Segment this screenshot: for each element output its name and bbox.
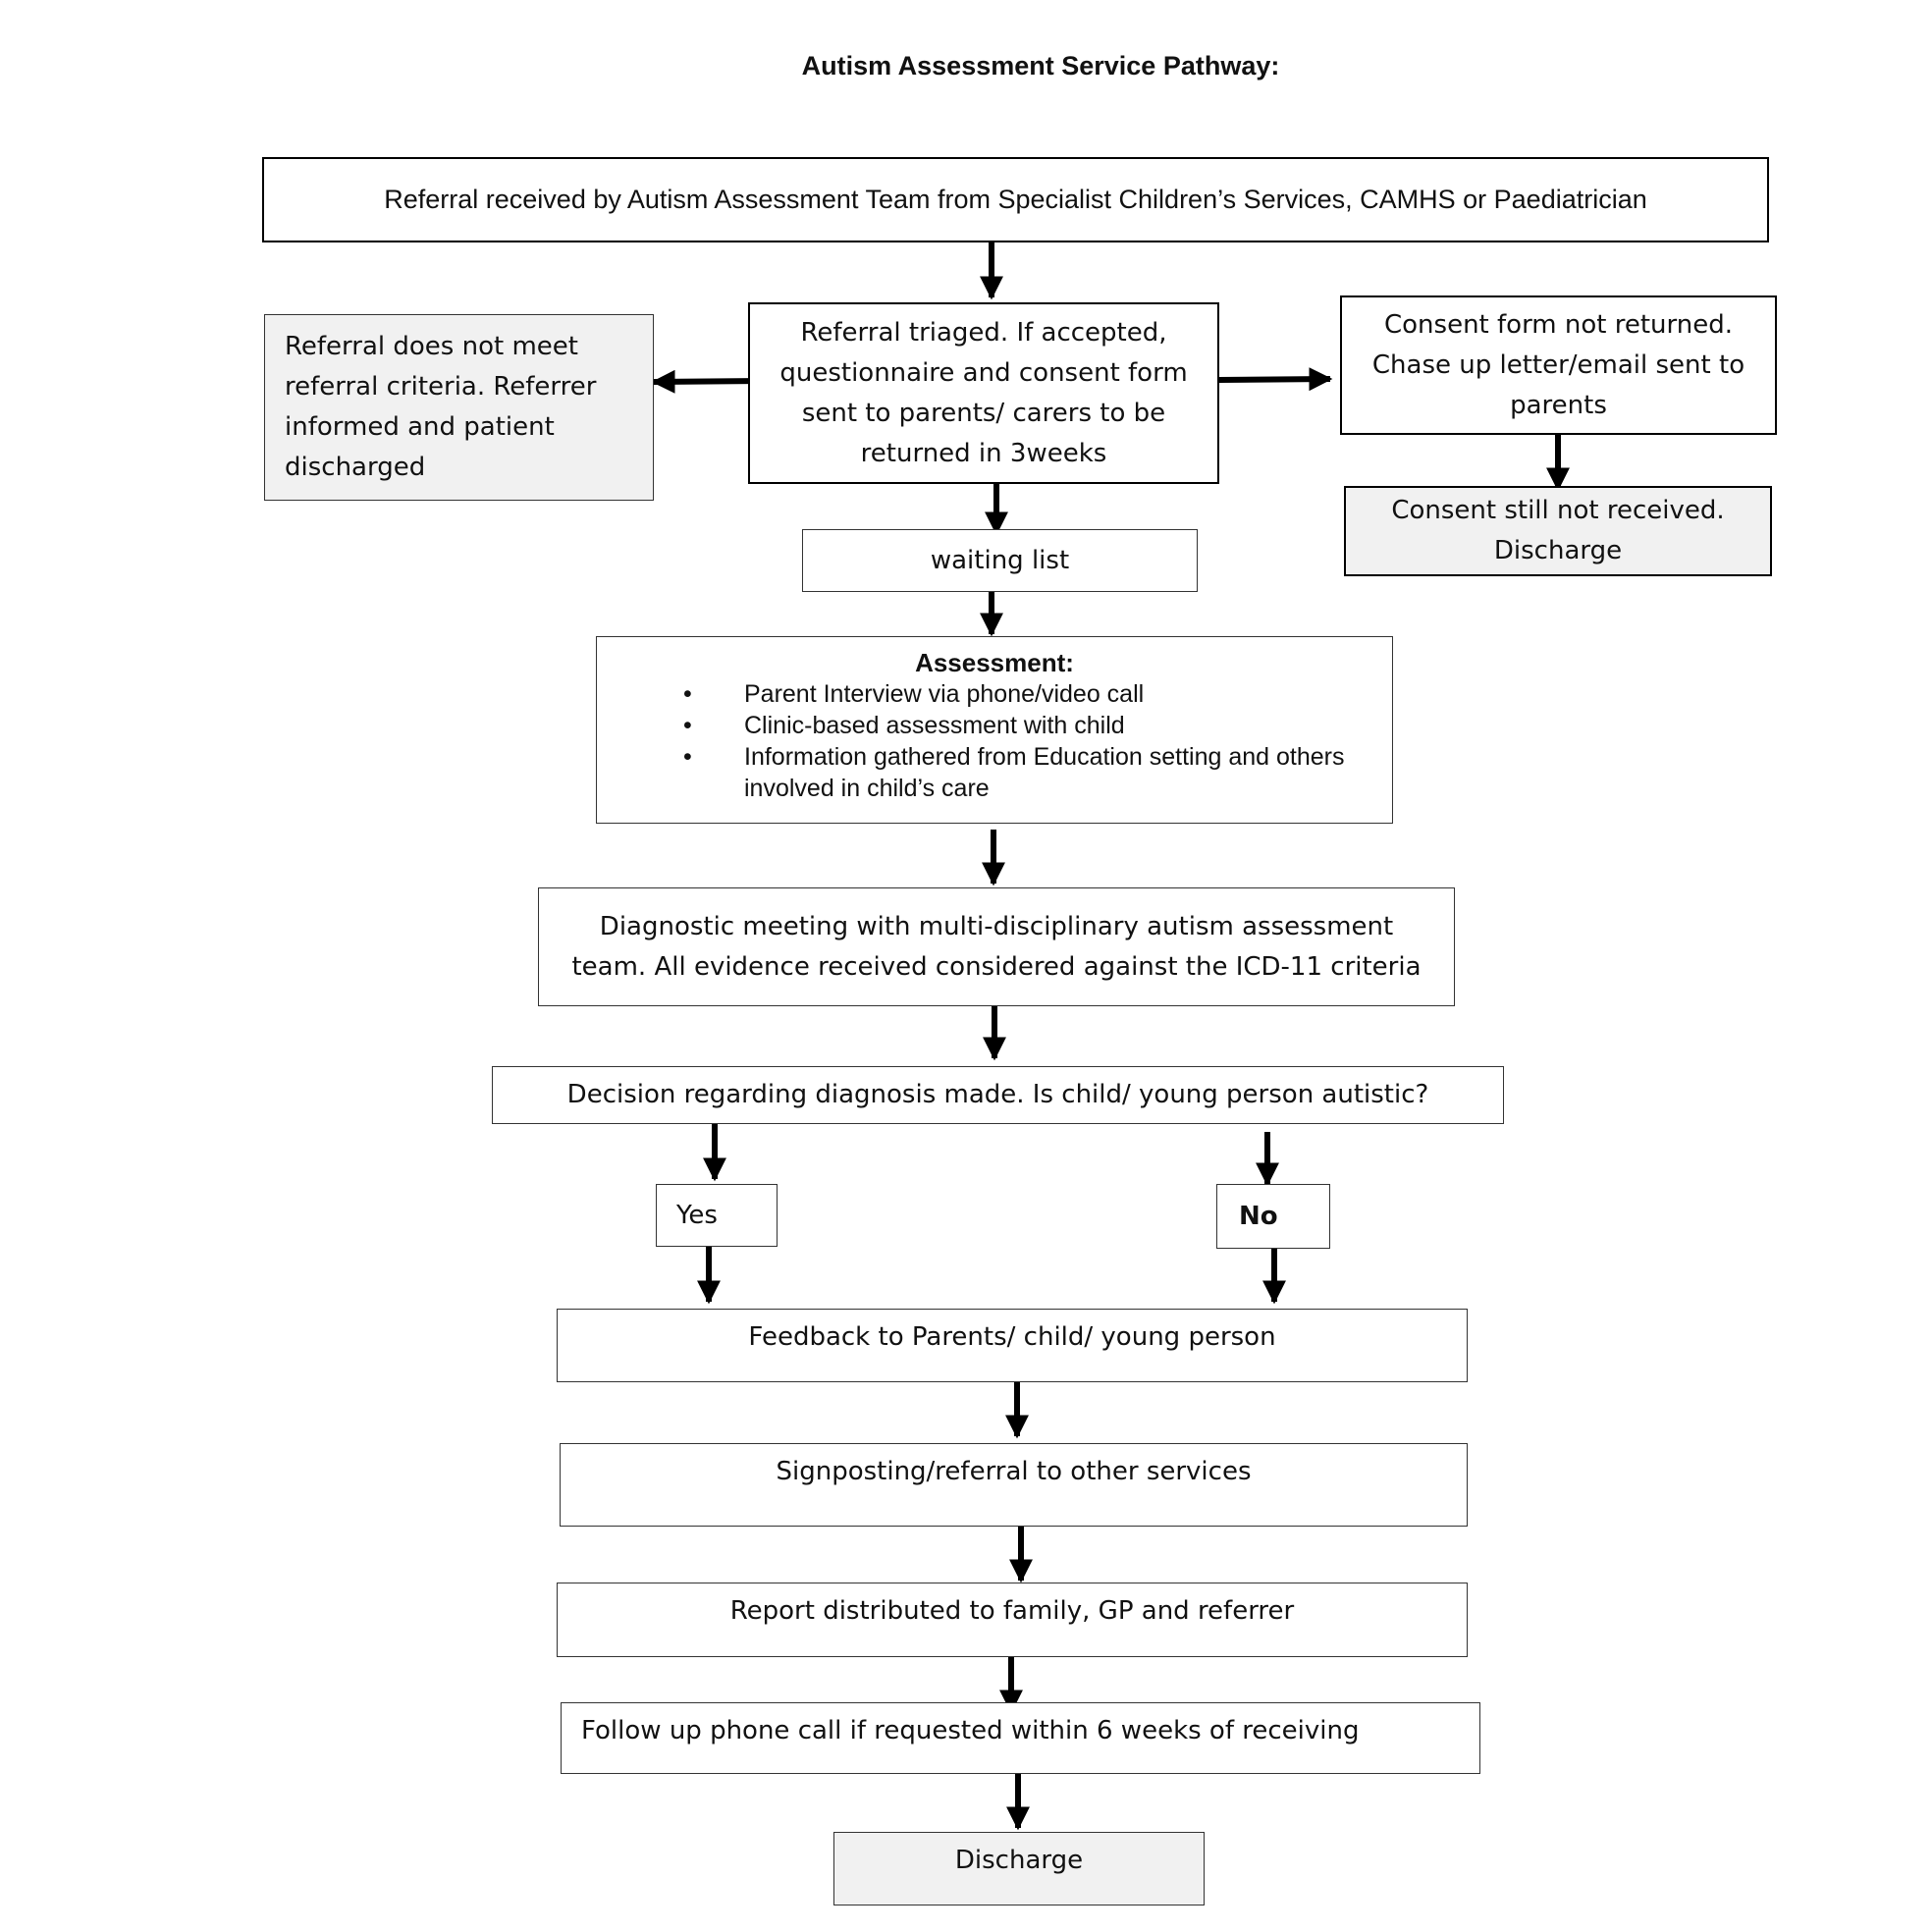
no-box: No (1216, 1184, 1330, 1249)
consent-still-not-received-text: Consent still not received. Discharge (1391, 496, 1725, 565)
not-meet-criteria-box: Referral does not meet referral criteria… (264, 314, 654, 501)
not-meet-criteria-text: Referral does not meet referral criteria… (285, 332, 597, 482)
assessment-item: •Clinic-based assessment with child (683, 712, 1125, 739)
signposting-box: Signposting/referral to other services (560, 1443, 1468, 1527)
report-box: Report distributed to family, GP and ref… (557, 1583, 1468, 1657)
triage-text: Referral triaged. If accepted, questionn… (779, 317, 1188, 468)
consent-not-returned-box: Consent form not returned. Chase up lett… (1340, 295, 1777, 435)
page-title: Autism Assessment Service Pathway: (801, 51, 1280, 80)
arrow-triage-to-consent (1218, 367, 1333, 392)
triage-box: Referral triaged. If accepted, questionn… (748, 302, 1219, 484)
yes-text: Yes (676, 1200, 718, 1230)
referral-received-box: Referral received by Autism Assessment T… (262, 157, 1769, 242)
signposting-text: Signposting/referral to other services (776, 1457, 1252, 1486)
follow-up-text: Follow up phone call if requested within… (581, 1716, 1360, 1745)
assessment-list: •Parent Interview via phone/video call •… (617, 678, 1372, 804)
diagnostic-meeting-text: Diagnostic meeting with multi-disciplina… (571, 911, 1422, 982)
assessment-box: Assessment: •Parent Interview via phone/… (596, 636, 1393, 824)
discharge-text: Discharge (954, 1846, 1084, 1875)
assessment-title: Assessment: (915, 648, 1074, 677)
assessment-item: •Parent Interview via phone/video call (683, 680, 1145, 708)
assessment-item: •Information gathered from Education set… (683, 743, 1345, 802)
decision-text: Decision regarding diagnosis made. Is ch… (566, 1080, 1429, 1109)
feedback-box: Feedback to Parents/ child/ young person (557, 1309, 1468, 1382)
waiting-list-text: waiting list (930, 545, 1070, 575)
consent-still-not-received-box: Consent still not received. Discharge (1344, 486, 1772, 576)
consent-not-returned-text: Consent form not returned. Chase up lett… (1371, 309, 1745, 420)
decision-box: Decision regarding diagnosis made. Is ch… (492, 1066, 1504, 1124)
diagnostic-meeting-box: Diagnostic meeting with multi-disciplina… (538, 887, 1455, 1006)
arrow-triage-to-not-meet (651, 369, 765, 394)
yes-box: Yes (656, 1184, 778, 1247)
referral-received-text: Referral received by Autism Assessment T… (384, 185, 1647, 214)
discharge-box: Discharge (833, 1832, 1205, 1905)
follow-up-box: Follow up phone call if requested within… (561, 1702, 1480, 1774)
waiting-list-box: waiting list (802, 529, 1198, 592)
report-text: Report distributed to family, GP and ref… (729, 1596, 1295, 1626)
feedback-text: Feedback to Parents/ child/ young person (748, 1322, 1276, 1352)
no-text: No (1239, 1201, 1278, 1231)
